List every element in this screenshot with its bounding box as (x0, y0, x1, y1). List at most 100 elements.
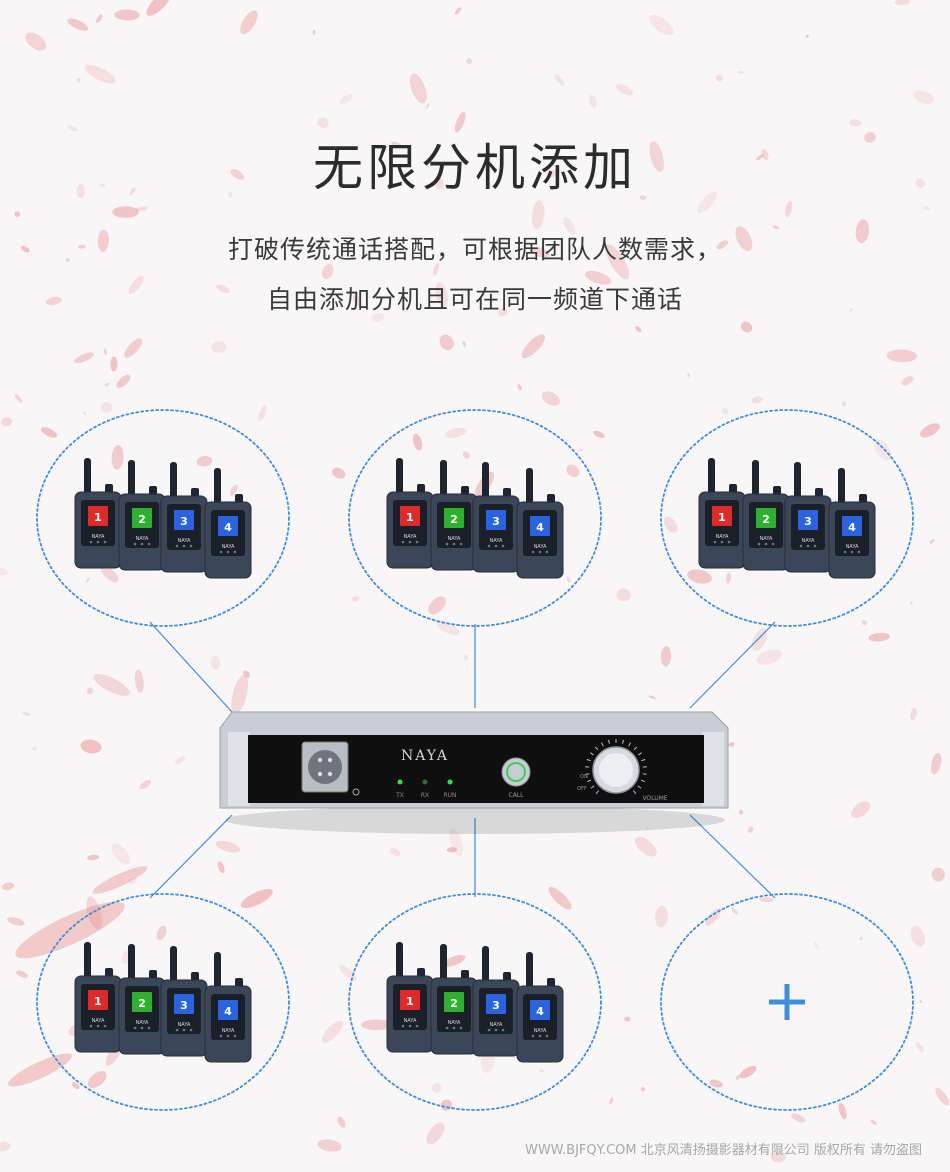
display-screen (798, 510, 818, 530)
led-dot (501, 544, 505, 548)
antenna (128, 944, 135, 982)
antenna (84, 942, 91, 980)
display-screen (486, 510, 506, 530)
beltpack-brand: NAYA (178, 1022, 191, 1028)
beltpack-number: 1 (94, 511, 102, 524)
display-screen (218, 516, 238, 536)
led-dot (147, 542, 151, 546)
dial-tick (622, 739, 624, 744)
led-dot (538, 550, 542, 554)
extension-group-circle (36, 409, 290, 627)
led-dot (147, 1026, 151, 1030)
led-dot (401, 1024, 405, 1028)
led-dot (226, 550, 230, 554)
led-dot (89, 1024, 93, 1028)
dial-tick (595, 790, 600, 795)
beltpack-number: 2 (138, 997, 146, 1010)
led-dot (189, 544, 193, 548)
display-screen (842, 516, 862, 536)
led-dot (415, 540, 419, 544)
led-dot (771, 542, 775, 546)
extension-group-circle (348, 409, 602, 627)
antenna (84, 458, 91, 496)
beltpack-number: 3 (492, 515, 500, 528)
antenna (752, 460, 759, 498)
beltpack-brand: NAYA (534, 544, 547, 550)
beltpack-brand: NAYA (92, 534, 105, 540)
antenna (440, 460, 447, 498)
beltpack-brand: NAYA (404, 534, 417, 540)
led-dot (531, 550, 535, 554)
add-extension-circle (660, 893, 914, 1111)
led-dot (89, 540, 93, 544)
beltpack-brand: NAYA (136, 536, 149, 542)
beltpack-brand: NAYA (716, 534, 729, 540)
led-dot (538, 1034, 542, 1038)
display-screen (444, 992, 464, 1012)
led-dot (713, 540, 717, 544)
display-screen (400, 990, 420, 1010)
connection-line (149, 621, 233, 713)
dial-tick (632, 790, 637, 795)
watermark: WWW.BJFQY.COM 北京风清扬摄影器材有限公司 版权所有 请勿盗图 (524, 1143, 922, 1158)
dial-tick (587, 779, 592, 783)
xlr-pin (327, 757, 333, 763)
beltpack-number: 2 (138, 513, 146, 526)
display-screen (444, 508, 464, 528)
led-dot (857, 550, 861, 554)
antenna (482, 462, 489, 500)
beltpack-number: 4 (224, 1005, 232, 1018)
beltpack-brand: NAYA (222, 544, 235, 550)
beltpack-brand: NAYA (222, 1028, 235, 1034)
dial-tick (628, 742, 631, 747)
led-dot (487, 544, 491, 548)
indicator-led (447, 779, 453, 785)
subtitle-line-1: 打破传统通话搭配，可根据团队人数需求， (227, 235, 722, 264)
dial-tick (642, 773, 647, 775)
beltpack-number: 2 (450, 513, 458, 526)
led-dot (545, 550, 549, 554)
led-dot (175, 1028, 179, 1032)
led-dot (175, 544, 179, 548)
beltpack-brand: NAYA (802, 538, 815, 544)
led-dot (415, 1024, 419, 1028)
led-dot (233, 1034, 237, 1038)
display-screen (88, 506, 108, 526)
display-screen (530, 1000, 550, 1020)
beltpack-number: 4 (224, 521, 232, 534)
antenna (214, 468, 221, 506)
antenna (526, 468, 533, 506)
base-shadow (225, 806, 725, 834)
beltpack-number: 1 (406, 995, 414, 1008)
antenna (214, 952, 221, 990)
display-screen (132, 508, 152, 528)
led-dot (226, 1034, 230, 1038)
volume-label: VOLUME (642, 795, 667, 802)
dial-tick (633, 746, 638, 751)
indicator-label: TX (395, 792, 404, 799)
plus-icon (769, 984, 805, 1020)
led-dot (720, 540, 724, 544)
extension-group-circle (660, 409, 914, 627)
led-dot (133, 1026, 137, 1030)
led-dot (799, 544, 803, 548)
antenna (128, 460, 135, 498)
display-screen (174, 510, 194, 530)
dial-off-label: OFF (577, 786, 587, 792)
beltpack-number: 1 (94, 995, 102, 1008)
antenna (396, 458, 403, 496)
antenna (440, 944, 447, 982)
dial-tick (590, 785, 595, 789)
